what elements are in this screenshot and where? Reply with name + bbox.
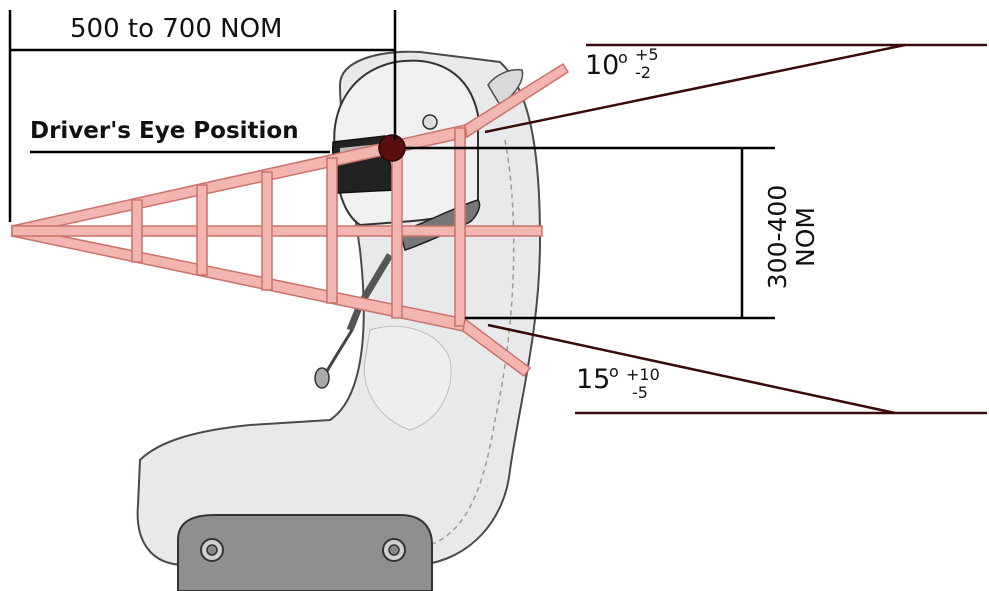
grid-post-2 [196, 184, 208, 276]
grid-post-3 [261, 171, 273, 291]
grid-post-6 [454, 127, 466, 327]
lower-angle-value: 15 [576, 364, 611, 395]
seat-torso-shading [363, 325, 452, 431]
lower-angle-line [487, 323, 896, 415]
upper-angle-degree: o [618, 48, 628, 67]
horizontal-dimension-label: 500 to 700 NOM [70, 14, 283, 44]
upper-angle-tol-plus: +5 [635, 45, 659, 64]
lower-angle-tol-plus: +10 [626, 365, 660, 384]
upper-angle-value: 10 [585, 50, 620, 81]
sight-grid [11, 62, 570, 378]
upper-angle-tol-minus: -2 [635, 63, 651, 82]
upper-angle-line [484, 43, 906, 134]
angle-lines [484, 43, 987, 415]
helmet-illustration [314, 59, 481, 389]
seat-inner-stitch [429, 139, 515, 546]
grid-post-5 [391, 141, 403, 319]
helmet-pivot-icon [422, 114, 438, 130]
vertical-dimension-value: 300-400 [763, 184, 792, 290]
upper-angle-label: 10 o +5 -2 [585, 46, 659, 82]
grid-post-1 [131, 199, 143, 263]
vertical-dimension-unit: NOM [791, 207, 820, 267]
seat-mount-bracket [177, 514, 433, 591]
lower-angle-label: 15 o +10 -5 [576, 362, 660, 402]
lower-angle-degree: o [609, 362, 619, 381]
eye-position-label: Driver's Eye Position [30, 118, 299, 144]
grid-post-4 [326, 157, 338, 304]
dimension-lines [8, 10, 775, 320]
upper-extension [464, 62, 570, 139]
vertical-dimension-label: 300-400 NOM [752, 172, 832, 302]
bolt-right [382, 538, 406, 562]
lower-extension [462, 317, 532, 378]
centre-rail [11, 225, 543, 237]
lower-angle-tol-minus: -5 [632, 383, 648, 402]
harness-buckle [314, 367, 330, 389]
driver-eye-point [378, 134, 406, 162]
bolt-left [200, 538, 224, 562]
